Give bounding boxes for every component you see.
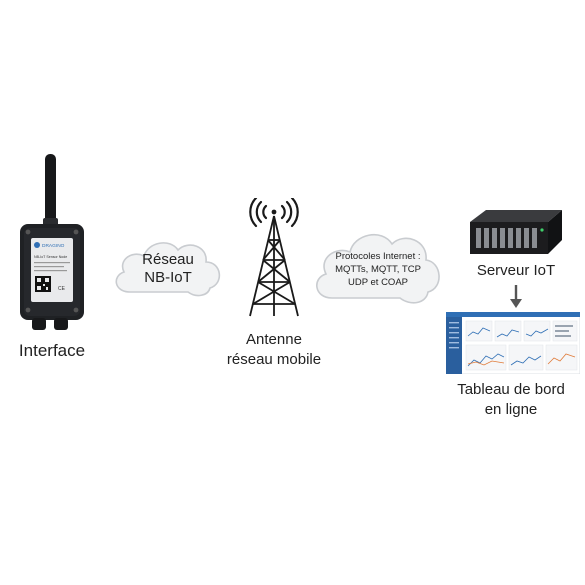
cloud-network-shape [115, 242, 221, 297]
server-rack-icon [470, 210, 562, 254]
cable-gland [54, 318, 68, 330]
status-led-icon [540, 228, 544, 232]
qr-code-icon [35, 276, 51, 292]
cell-tower-icon [249, 198, 299, 317]
brand-logo-icon [34, 242, 40, 248]
antenna-line-1: Antenne [246, 331, 302, 348]
protocols-line-3: UDP et COAP [347, 277, 408, 288]
nb-iot-device-illustration: DRAGINO NB-IoT Sensor Node CE [20, 154, 84, 330]
signal-wave-icon [262, 204, 268, 220]
antenna-caption: Antenne réseau mobile [206, 330, 342, 370]
antenna-line-2: réseau mobile [226, 351, 322, 368]
cloud-protocols-shape [316, 234, 440, 304]
device-model: NB-IoT Sensor Node [34, 255, 67, 259]
dashboard-sidebar [446, 317, 462, 374]
network-line-1: Réseau [142, 251, 194, 268]
dashboard-preview-thumbnail [446, 312, 580, 374]
arrow-down-icon [510, 285, 522, 308]
network-line-2: NB-IoT [144, 269, 192, 286]
cloud-network-text: Réseau NB-IoT [118, 251, 218, 287]
device-brand: DRAGINO [42, 243, 65, 249]
device-label: Interface [18, 341, 86, 360]
protocols-line-2: MQTTs, MQTT, TCP [335, 264, 421, 275]
cloud-protocols-text: Protocoles Internet : MQTTs, MQTT, TCP U… [316, 250, 440, 289]
cloud-outline [115, 242, 221, 297]
device-antenna [45, 154, 56, 228]
cloud-outline [316, 234, 440, 304]
signal-wave-icon [280, 204, 286, 220]
dashboard-line-2: en ligne [484, 401, 538, 418]
device-cert-mark: CE [58, 286, 66, 292]
protocols-line-1: Protocoles Internet : [335, 251, 421, 262]
dashboard-caption: Tableau de bord en ligne [440, 380, 582, 420]
dashboard-line-1: Tableau de bord [457, 381, 565, 398]
dashboard-nav-bar [446, 312, 580, 317]
server-label: Serveur IoT [476, 262, 556, 279]
cable-gland [32, 318, 46, 330]
